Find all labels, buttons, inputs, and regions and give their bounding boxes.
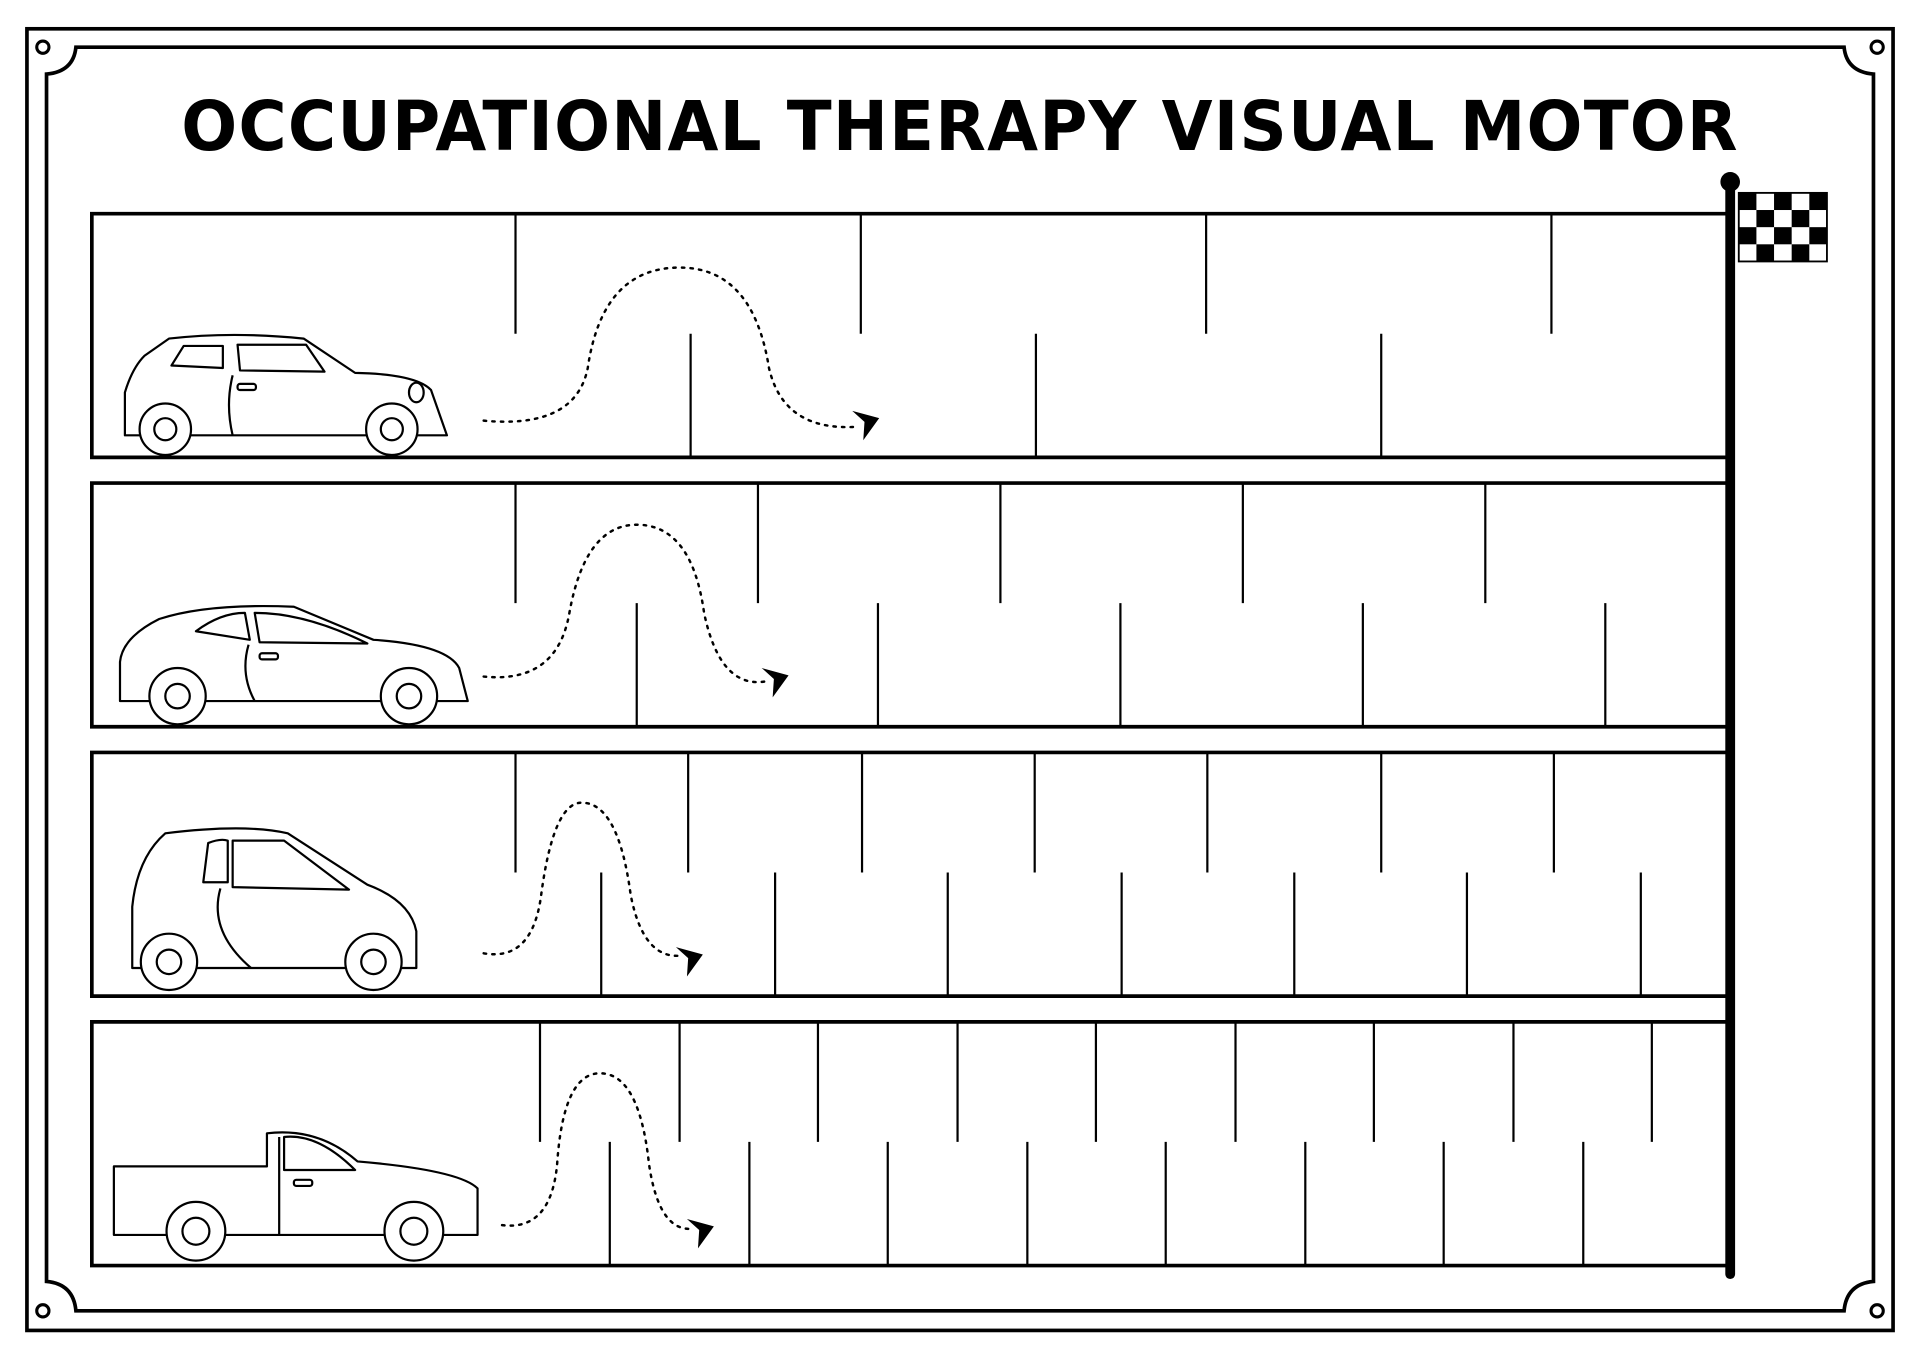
dotted-trace-path[interactable] bbox=[500, 1072, 694, 1231]
flag-square bbox=[1809, 192, 1827, 211]
checkered-flag-icon bbox=[1720, 172, 1828, 1280]
smart-car-icon bbox=[131, 827, 418, 992]
flag-square bbox=[1774, 192, 1792, 211]
dotted-trace-path[interactable] bbox=[482, 523, 767, 684]
lane-border bbox=[90, 750, 1727, 998]
arrowhead-icon bbox=[852, 410, 880, 441]
flag-square bbox=[1738, 227, 1757, 245]
arrowhead-icon bbox=[686, 1219, 714, 1249]
flag-square bbox=[1791, 244, 1810, 262]
flag-square bbox=[1756, 244, 1775, 262]
flag-square bbox=[1756, 210, 1775, 228]
hatchback-car-icon bbox=[123, 333, 449, 457]
flag-square bbox=[1809, 227, 1827, 245]
decorative-frame bbox=[25, 26, 1895, 1333]
maze-lanes bbox=[90, 211, 1727, 1268]
arrowhead-icon bbox=[675, 947, 703, 977]
page-title: OCCUPATIONAL THERAPY VISUAL MOTOR bbox=[181, 87, 1739, 167]
sedan-car-icon bbox=[118, 604, 469, 726]
dotted-trace-path[interactable] bbox=[482, 266, 859, 429]
lane-border bbox=[90, 1020, 1727, 1268]
maze-lane-3 bbox=[90, 750, 1727, 998]
maze-lane-1 bbox=[90, 211, 1727, 460]
lane-border bbox=[90, 481, 1727, 729]
maze-lane-4 bbox=[90, 1020, 1727, 1268]
arrowhead-icon bbox=[761, 667, 789, 698]
pickup-truck-icon bbox=[112, 1131, 479, 1262]
flag-square bbox=[1791, 210, 1810, 228]
flag-square bbox=[1738, 192, 1757, 211]
flag-square bbox=[1774, 227, 1792, 245]
maze-lane-2 bbox=[90, 481, 1727, 729]
lane-border bbox=[90, 211, 1727, 460]
dotted-trace-path[interactable] bbox=[482, 801, 681, 957]
